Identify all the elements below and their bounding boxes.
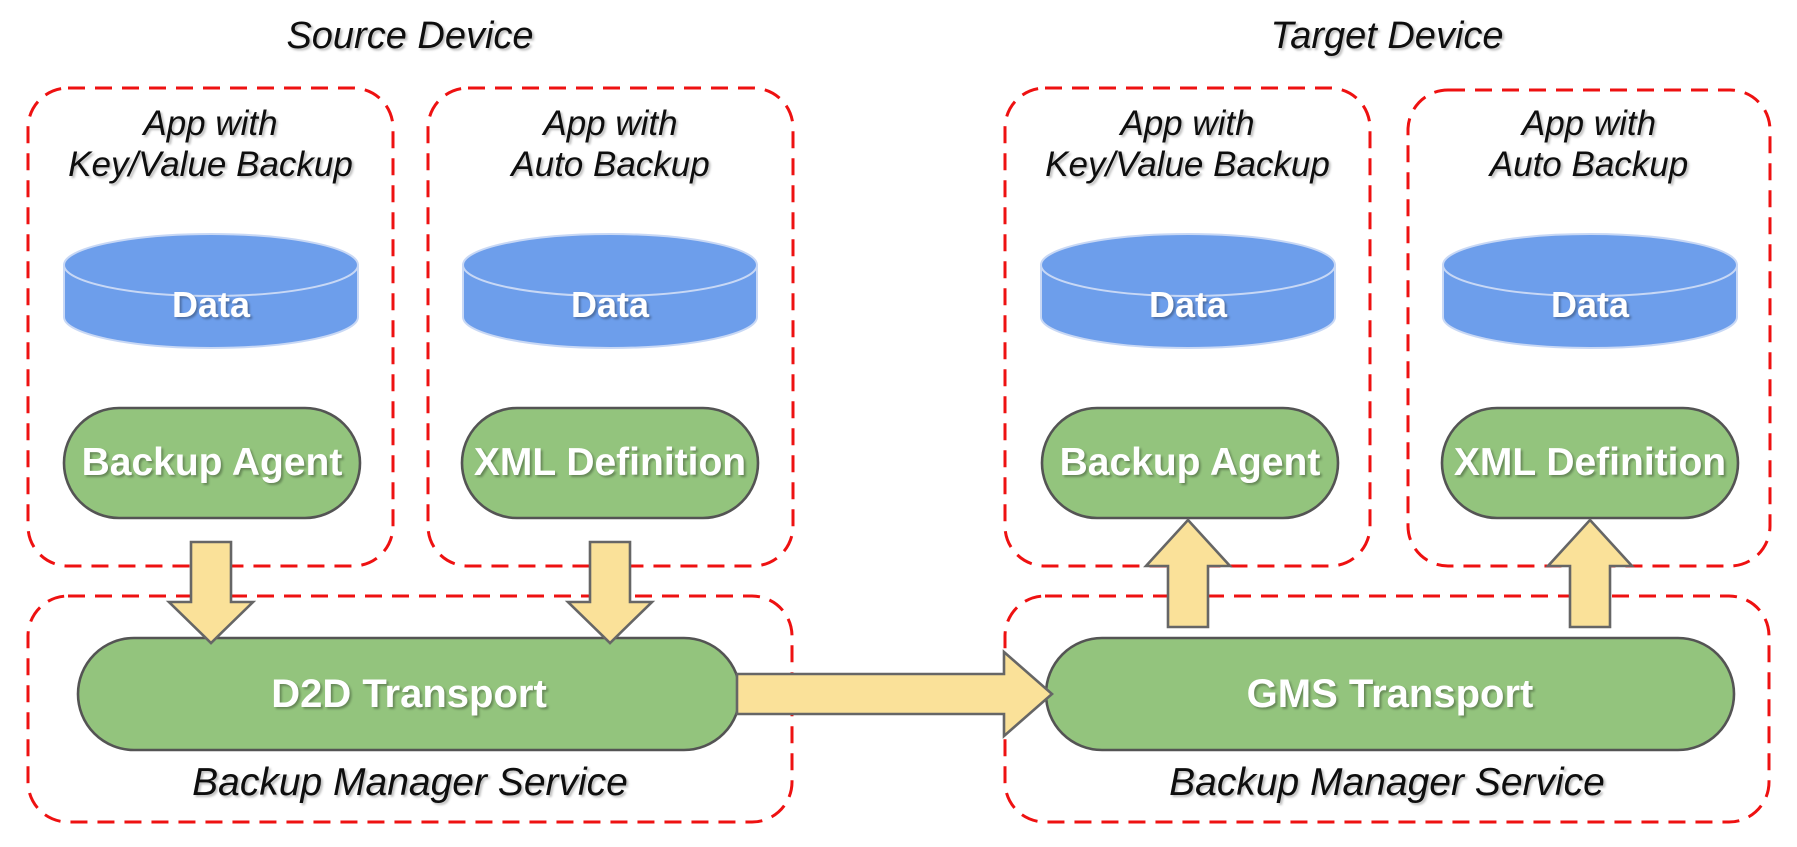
flow-arrow-down-xml-definition: [564, 540, 656, 645]
target-xml-definition-pill: [1440, 406, 1740, 520]
source-auto-data-cylinder: [462, 233, 758, 349]
flow-arrow-right-d2d-to-gms: [735, 649, 1054, 739]
target-app-auto-boundary: [1406, 88, 1772, 568]
flow-arrow-down-backup-agent: [165, 540, 257, 645]
source-xml-definition-pill: [460, 406, 760, 520]
target-backup-manager-boundary: [1003, 594, 1771, 824]
target-auto-data-cylinder: [1442, 233, 1738, 349]
source-keyvalue-data-cylinder: [63, 233, 359, 349]
d2d-transport-pill: [76, 636, 742, 752]
target-keyvalue-data-cylinder: [1040, 233, 1336, 349]
flow-arrow-up-backup-agent: [1143, 518, 1233, 629]
flow-arrow-up-xml-definition: [1545, 518, 1635, 629]
source-backup-agent-pill: [62, 406, 362, 520]
target-backup-agent-pill: [1040, 406, 1340, 520]
gms-transport-pill: [1044, 636, 1736, 752]
